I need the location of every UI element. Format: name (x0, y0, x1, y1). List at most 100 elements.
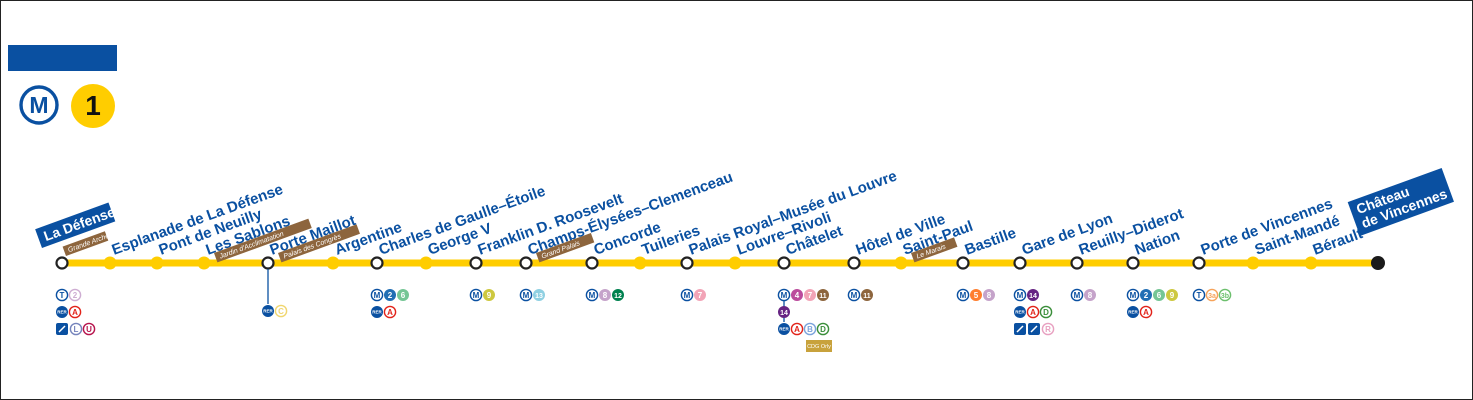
terminus-la-defense-bg (35, 202, 116, 248)
station-chatelet-badge-m-0-0: M (777, 288, 791, 302)
station-la-defense-badge-l-2-1-text: L (74, 325, 79, 334)
station-chatelet-badge-a-2-1-bg (790, 322, 804, 336)
station-charles-de-gaulle-etoile-badge-m-0-0-text: M (374, 291, 381, 300)
station-la-defense-badge-t-0-0-bg (55, 288, 69, 302)
station-nation-badge-m-0-0-bg (1126, 288, 1140, 302)
station-gare-de-lyon-badge-m-0-0-text: M (1017, 291, 1024, 300)
station-nation-badge-a-1-1: A (1139, 305, 1153, 319)
station-concorde-badge-8-0-1-bg (599, 289, 611, 301)
station-chatelet-badge-7-0-2-bg (804, 289, 816, 301)
station-hotel-de-ville-badge-m-0-0-bg (847, 288, 861, 302)
station-gare-de-lyon-badge-r-2-2: R (1041, 322, 1055, 336)
station-la-defense-badge-a-1-1: A (68, 305, 82, 319)
station-la-defense-badge-rer-1-0-text: RER (57, 310, 67, 315)
station-concorde-badge-m-0-0-bg (585, 288, 599, 302)
station-la-defense-badge-2-0-1-text: 2 (73, 291, 78, 300)
station-reuilly-diderot-badge-8-0-1-text: 8 (1088, 291, 1093, 300)
station-la-defense-badge-2-0-1-bg (68, 288, 82, 302)
station-chatelet-badge-14-1-0-bg (778, 306, 790, 318)
station-chatelet-badge-cdg-orly-3-0: CDG Orly (806, 340, 832, 352)
terminus-chateau-de-vincennes-bg (1347, 167, 1454, 236)
station-nation-badge-rer-1-0-bg (1127, 306, 1139, 318)
station-palais-royal-musee-du-louvre-badge-7-0-1: 7 (694, 289, 706, 301)
station-gare-de-lyon-badge-r-2-2-bg (1041, 322, 1055, 336)
terminus-la-defense-tag-bg (62, 231, 109, 256)
station-la-defense-badge-t-0-0: T (55, 288, 69, 302)
station-la-defense-badge-t-0-0-text: T (60, 291, 65, 300)
station-porte-de-vincennes-badge-t-0-0-text: T (1197, 291, 1202, 300)
station-hotel-de-ville-marker (847, 256, 861, 270)
station-bastille-badge-8-0-2: 8 (983, 289, 995, 301)
station-palais-royal-musee-du-louvre-badge-7-0-1-text: 7 (698, 291, 703, 300)
station-charles-de-gaulle-etoile-badge-m-0-0: M (370, 288, 384, 302)
station-charles-de-gaulle-etoile-badge-rer-1-0-text: RER (372, 310, 382, 315)
station-porte-maillot-badge-rer-0-0-text: RER (263, 309, 273, 314)
station-gare-de-lyon-badge-a-1-1-text: A (1030, 308, 1036, 317)
station-chatelet-badge-a-2-1-text: A (794, 325, 800, 334)
station-chatelet-badge-d-2-3-text: D (820, 325, 826, 334)
station-chatelet-badge-b-2-2-text: B (807, 325, 813, 334)
station-porte-de-vincennes-badge-3a-0-1-bg (1205, 288, 1219, 302)
station-gare-de-lyon-badge-d-1-2: D (1039, 305, 1053, 319)
station-nation-badge-2-0-1: 2 (1140, 289, 1152, 301)
station-franklin-d-roosevelt-badge-9-0-1-text: 9 (487, 291, 492, 300)
station-concorde-badge-12-0-2-text: 12 (614, 293, 622, 300)
station-bastille-badge-5-0-1-bg (970, 289, 982, 301)
station-champs-elysees-clemenceau-badge-m-0-0: M (519, 288, 533, 302)
station-saint-paul-marker (894, 256, 908, 270)
station-la-defense-badge-a-1-1-bg (68, 305, 82, 319)
station-chatelet-marker (777, 256, 791, 270)
station-chateau-de-vincennes (1371, 256, 1385, 270)
station-chatelet-badge-d-2-3: D (816, 322, 830, 336)
station-franklin-d-roosevelt-badge-9-0-1-bg (483, 289, 495, 301)
station-gare-de-lyon-badge-14-0-1: 14 (1027, 289, 1039, 301)
station-hotel-de-ville-badge-11-0-1: 11 (861, 289, 873, 301)
station-chatelet-badge-11-0-3-bg (817, 289, 829, 301)
station-gare-de-lyon-badge-rer-1-0-bg (1014, 306, 1026, 318)
station-reuilly-diderot-marker (1070, 256, 1084, 270)
station-porte-de-vincennes-badge-3a-0-1-text: 3a (1208, 293, 1216, 300)
station-franklin-d-roosevelt-badge-9-0-1: 9 (483, 289, 495, 301)
station-porte-maillot-badge-c-0-1-bg (274, 304, 288, 318)
station-nation-badge-m-0-0: M (1126, 288, 1140, 302)
station-chatelet-badge-m-0-0-text: M (781, 291, 788, 300)
station-chatelet-badge-4-0-1-bg (791, 289, 803, 301)
station-charles-de-gaulle-etoile-marker (370, 256, 384, 270)
station-gare-de-lyon-badge-d-1-2-bg (1039, 305, 1053, 319)
station-champs-elysees-clemenceau-badge-m-0-0-bg (519, 288, 533, 302)
station-concorde-badge-8-0-1: 8 (599, 289, 611, 301)
station-palais-royal-musee-du-louvre-badge-m-0-0-bg (680, 288, 694, 302)
station-palais-royal-musee-du-louvre-badge-7-0-1-bg (694, 289, 706, 301)
station-reuilly-diderot-badge-m-0-0-bg (1070, 288, 1084, 302)
station-chatelet-badge-b-2-2-bg (803, 322, 817, 336)
station-franklin-d-roosevelt-badge-m-0-0-bg (469, 288, 483, 302)
station-nation-badge-2-0-1-bg (1140, 289, 1152, 301)
station-la-defense-badge-l-2-1-bg (69, 322, 83, 336)
station-bastille-badge-m-0-0-text: M (960, 291, 967, 300)
station-charles-de-gaulle-etoile-badge-a-1-1-bg (383, 305, 397, 319)
station-charles-de-gaulle-etoile-badge-rer-1-0: RER (371, 306, 383, 318)
station-la-defense-badge-rer-1-0: RER (56, 306, 68, 318)
metro-logo-letter: M (29, 92, 48, 118)
station-chatelet-badge-7-0-2-text: 7 (808, 291, 813, 300)
station-charles-de-gaulle-etoile-badge-m-0-0-bg (370, 288, 384, 302)
station-porte-maillot-marker (261, 256, 275, 270)
station-champs-elysees-clemenceau-badge-13-0-1-text: 13 (535, 293, 543, 300)
station-porte-maillot-badge-c-0-1-text: C (278, 307, 284, 316)
station-nation-badge-rer-1-0: RER (1127, 306, 1139, 318)
station-esplanade-de-la-defense-marker (103, 256, 117, 270)
station-nation-badge-9-0-3: 9 (1166, 289, 1178, 301)
station-nation-badge-9-0-3-bg (1166, 289, 1178, 301)
station-gare-de-lyon-badge-a-1-1: A (1026, 305, 1040, 319)
station-gare-de-lyon-badge-14-0-1-text: 14 (1029, 293, 1037, 300)
station-charles-de-gaulle-etoile-badge-6-0-2-text: 6 (401, 291, 406, 300)
station-nation-badge-a-1-1-text: A (1143, 308, 1149, 317)
station-porte-maillot-tag-bg (278, 224, 360, 263)
station-les-sablons-tag-bg (214, 218, 312, 263)
station-franklin-d-roosevelt-marker (469, 256, 483, 270)
station-gare-de-lyon-badge-m-0-0-bg (1013, 288, 1027, 302)
station-hotel-de-ville-badge-11-0-1-bg (861, 289, 873, 301)
station-chatelet-badge-11-0-3: 11 (817, 289, 829, 301)
station-berault-marker (1304, 256, 1318, 270)
